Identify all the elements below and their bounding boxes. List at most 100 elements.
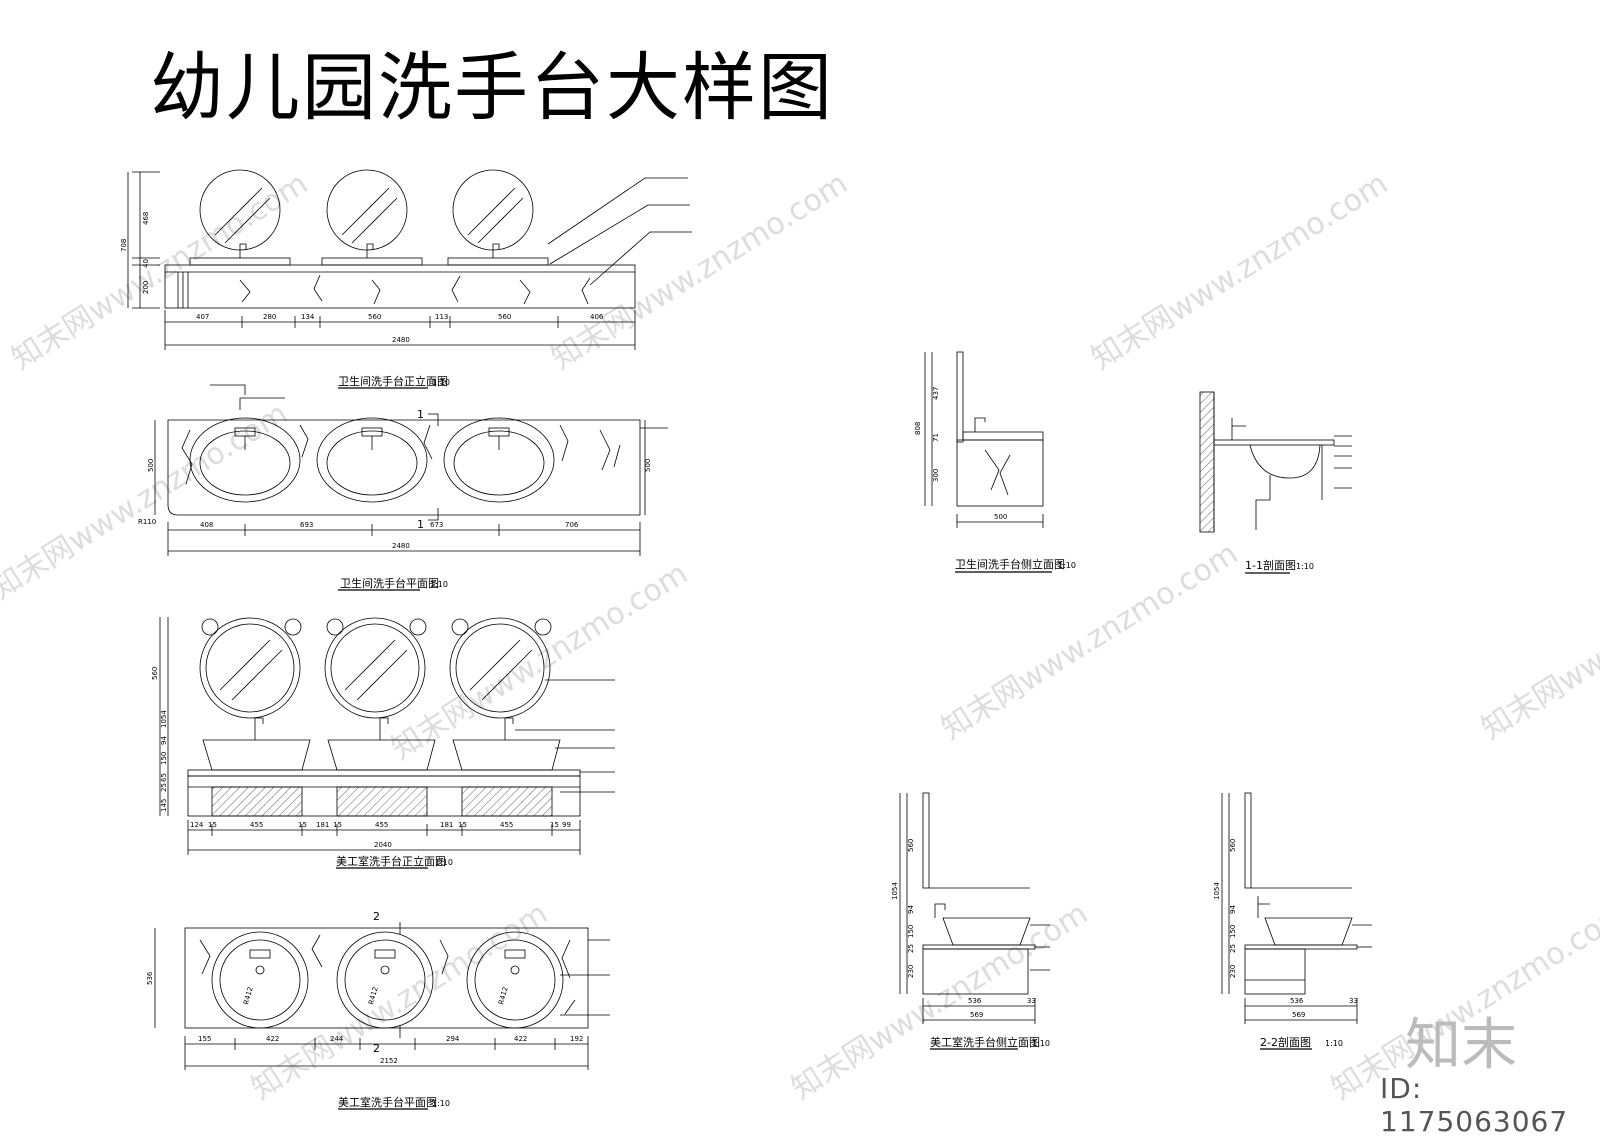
dimension-text: 808 [914,422,922,435]
dimension-text: 230 [1229,965,1237,978]
dimension-text: 673 [430,521,443,529]
marble-counter [164,264,636,309]
view-artroom-plan [154,922,610,1110]
view-bathroom-plan [154,384,668,591]
dimension-text: 15 [458,821,467,829]
countertop-outline [167,419,641,516]
dimension-text: 181 [316,821,329,829]
bear-mirror [449,617,551,719]
dimension-text: 693 [300,521,313,529]
view-bathroom-side-elevation [924,351,1052,573]
dimension-text: 468 [142,212,150,225]
dimension-text: 2480 [392,336,410,344]
dimension-text: 560 [498,313,511,321]
view-label: 1-1剖面图 [1245,558,1296,572]
dimension-text: 1054 [891,882,899,900]
dimension-text: 706 [565,521,579,529]
sink-bowl [443,417,555,503]
dimension-text: 2152 [380,1057,398,1065]
dimension-text: 40 [142,259,150,268]
watermark: 知末网www.znzmo.com [786,896,1094,1107]
dimension-text: 244 [330,1035,344,1043]
sink-bowl [316,417,428,503]
drawing-id: ID: 1175063067 [1380,1072,1569,1138]
dimension-text: 25 [907,944,915,953]
dimension-text: 455 [500,821,513,829]
dimension-text: 280 [263,313,276,321]
dimension-text: 145 [160,799,168,812]
view-label: 美工室洗手台侧立面图 [930,1035,1040,1049]
dimension-text: 406 [590,313,604,321]
dimension-text: 500 [147,459,155,472]
cabinet-body [956,439,1044,507]
dimension-text: 192 [570,1035,583,1043]
dimension-text: 134 [301,313,315,321]
dimension-text: 15 [298,821,307,829]
dimension-text: 230 [907,965,915,978]
section-mark: 2 [373,1042,380,1055]
view-artroom-front-elevation [159,617,615,869]
view-scale: 1:10 [1058,561,1076,570]
dimension-text: 94 [907,905,915,914]
dimension-text: 407 [196,313,209,321]
dimension-text: 150 [1229,925,1237,938]
dimension-text: 422 [514,1035,527,1043]
view-bathroom-front-elevation [127,169,692,389]
dimension-text: 300 [932,469,940,482]
section-mark: 1 [417,518,424,531]
dimension-text: 569 [970,1011,983,1019]
dimension-text: 150 [160,752,168,765]
dimension-text: 65 [160,773,168,782]
radius-text: R412 [497,986,509,1006]
section-mark: 1 [417,408,424,421]
dimension-text: 99 [562,821,571,829]
dimension-text: 500 [644,459,652,472]
dimension-text: 560 [1229,839,1237,852]
view-label: 美工室洗手台正立面图 [336,854,446,868]
dimension-text: 455 [375,821,388,829]
bear-mirror [324,617,426,719]
dimension-text: 437 [932,387,940,400]
dimension-text: 2040 [374,841,392,849]
view-scale: 1:10 [430,580,448,589]
basin [447,257,549,266]
view-scale: 1:10 [432,1099,450,1108]
dimension-text: 455 [250,821,263,829]
dimension-text: 33 [1349,997,1358,1005]
dimension-text: 569 [1292,1011,1305,1019]
dimension-text: 94 [1229,905,1237,914]
watermark: 知末网www.znzmo.com [1086,166,1394,377]
view-label: 卫生间洗手台平面图 [340,576,439,590]
watermark: 知末网www.znzmo.com [1476,536,1600,747]
dimension-text: 500 [994,513,1007,521]
basin [321,257,423,266]
dimension-text: 408 [200,521,213,529]
dimension-text: 294 [446,1035,460,1043]
radius-text: R110 [138,518,156,526]
dimension-text: 124 [190,821,204,829]
cabinet-body [922,948,1029,995]
dimension-text: 536 [146,971,154,985]
dimension-text: 113 [435,313,448,321]
brand-logo-text: 知末 [1405,1013,1517,1078]
section-mark: 2 [373,910,380,923]
dimension-text: 25 [1229,944,1237,953]
dimension-text: 560 [151,667,159,680]
dimension-text: 200 [142,281,150,294]
view-scale: 1:10 [1032,1039,1050,1048]
dimension-text: 422 [266,1035,279,1043]
dimension-text: 150 [907,925,915,938]
view-scale: 1:10 [432,378,450,387]
dimension-text: 536 [968,997,982,1005]
sink-bowl [211,931,309,1029]
dimension-text: 181 [440,821,453,829]
view-label: 2-2剖面图 [1260,1035,1311,1049]
view-artroom-side-elevation [899,792,1050,1050]
dimension-text: 15 [208,821,217,829]
dimension-text: 1054 [1213,882,1221,900]
drawing-title: 幼儿园洗手台大样图 [150,45,834,131]
dimension-text: 560 [907,839,915,852]
dimension-text: 33 [1027,997,1036,1005]
